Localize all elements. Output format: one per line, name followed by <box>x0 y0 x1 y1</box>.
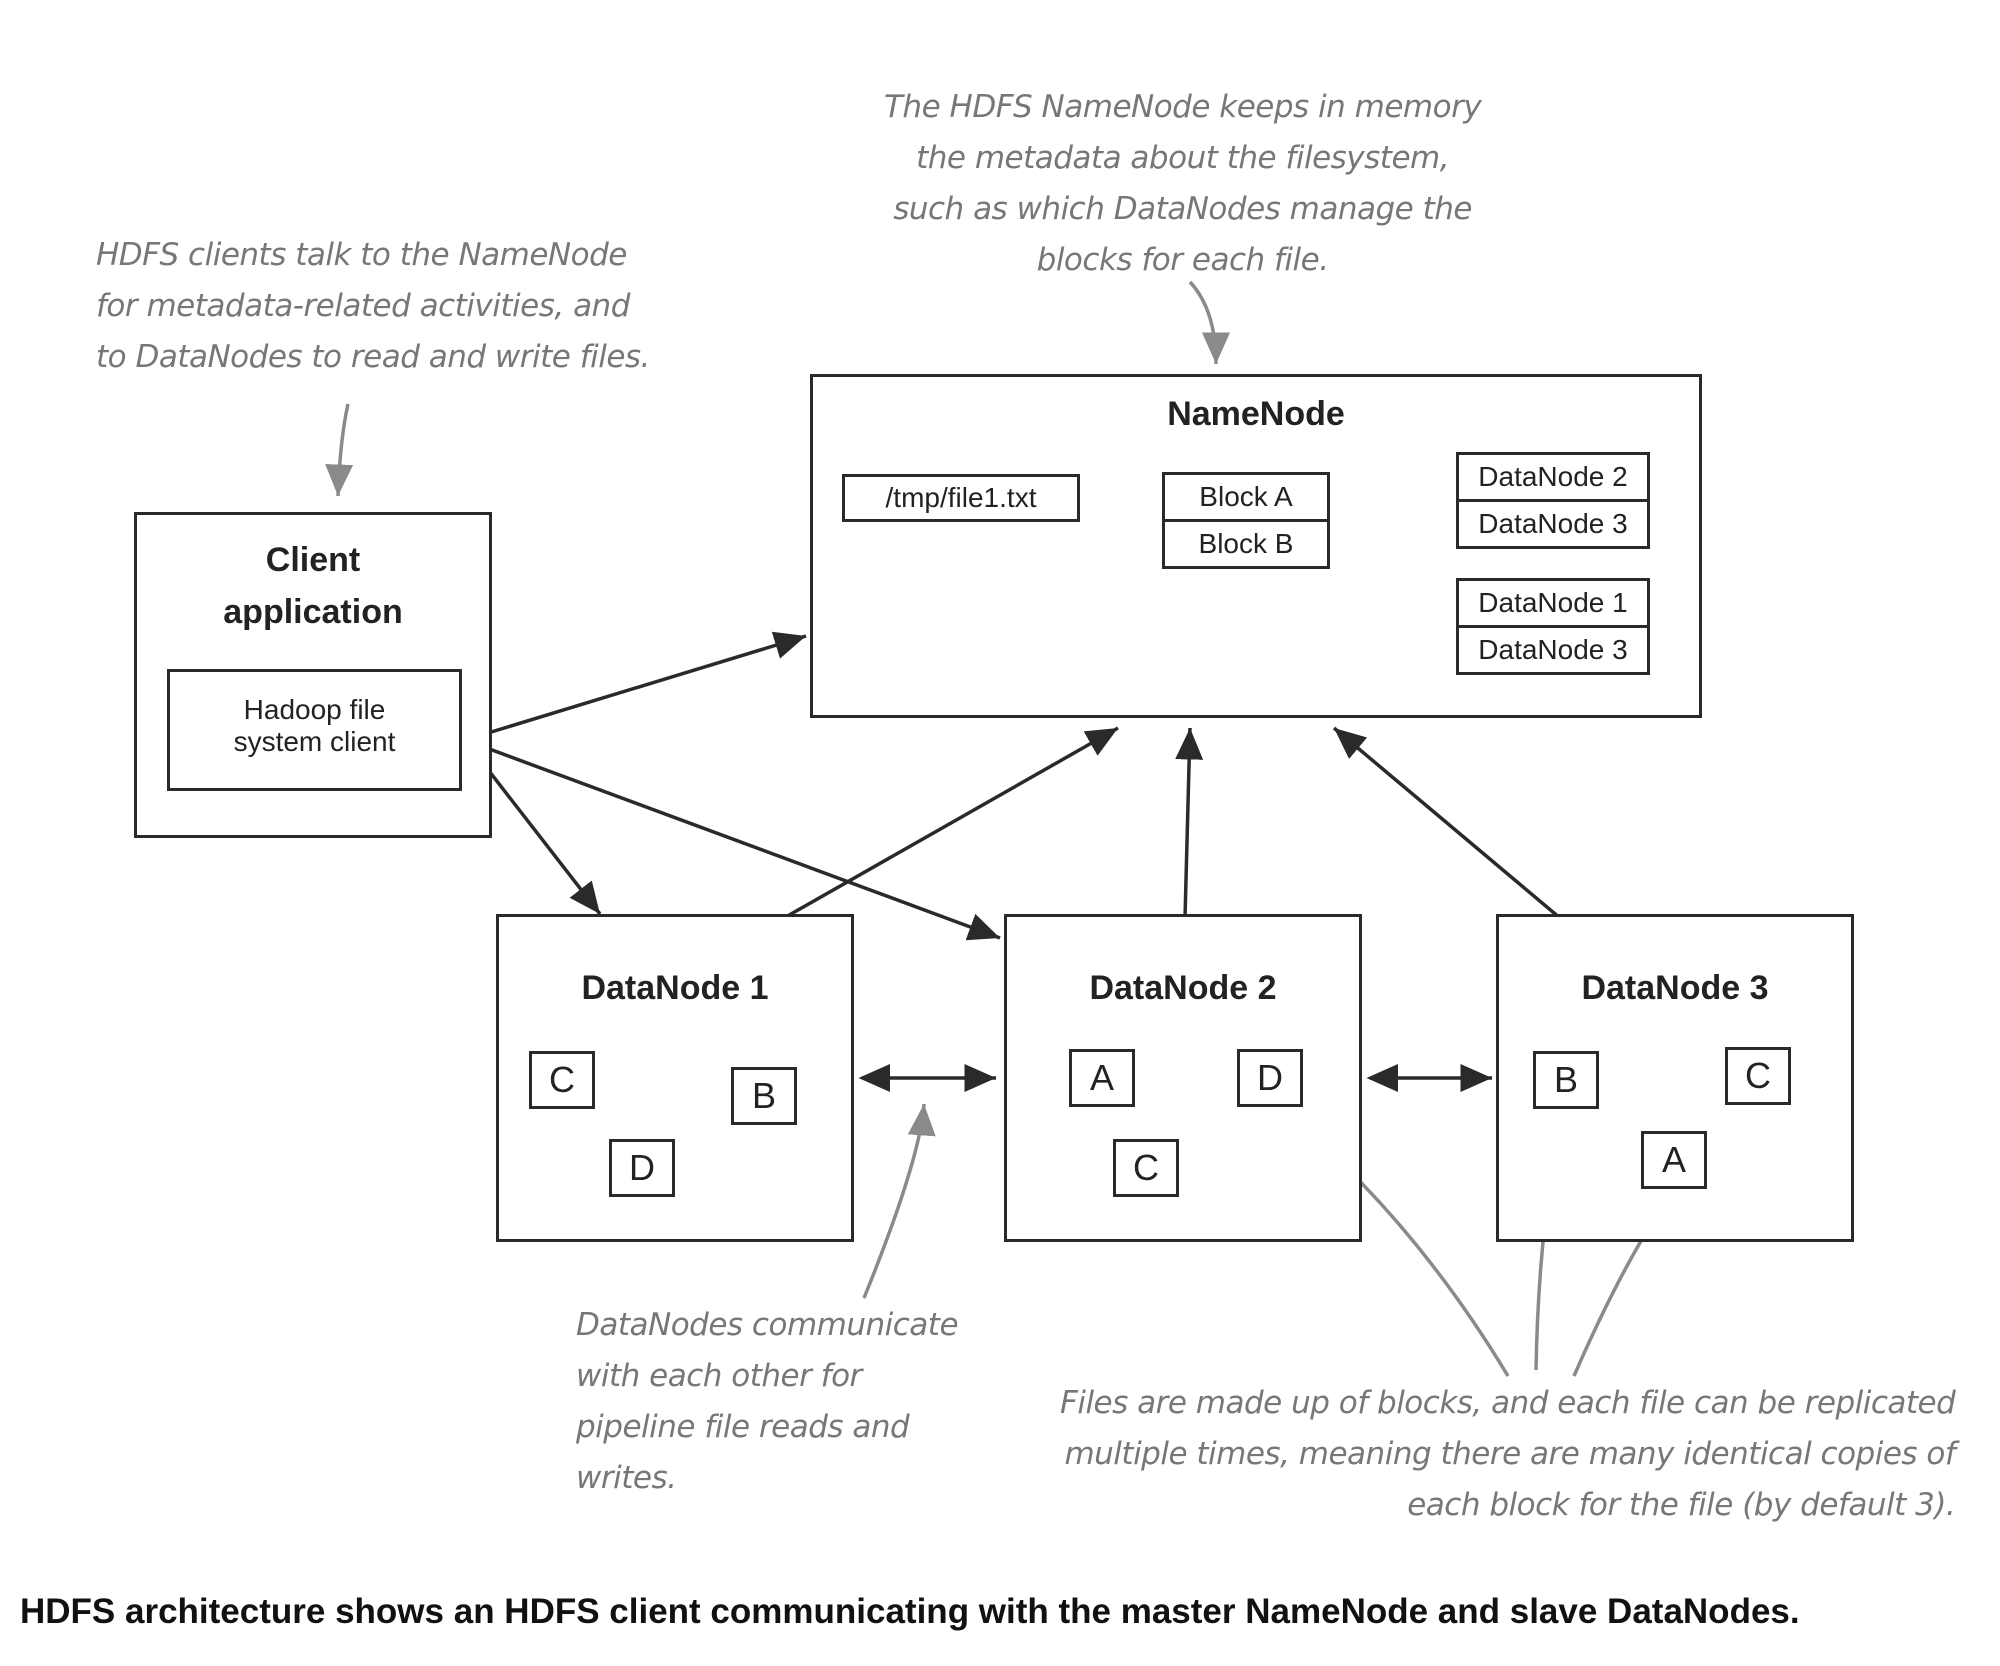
client-title-line2: application <box>223 593 403 631</box>
client-title-line1: Client <box>265 541 361 579</box>
client-annotation: HDFS clients talk to the NameNode for me… <box>96 237 650 375</box>
datanode1-to-namenode-arrow <box>783 726 1119 920</box>
namenode-annotation: The HDFS NameNode keeps in memory the me… <box>884 89 1482 278</box>
block-a-box: Block A <box>1162 472 1330 522</box>
block-a-replica-datanode2: DataNode 2 <box>1456 452 1650 502</box>
datanode2-title: DataNode 2 <box>1089 969 1277 1007</box>
namenode-title: NameNode <box>1167 395 1345 433</box>
datanode2-block-a: A <box>1069 1049 1135 1107</box>
datanode3-title: DataNode 3 <box>1581 969 1769 1007</box>
namenode-note-arrow <box>1188 280 1230 365</box>
client-to-namenode-arrow <box>464 631 807 742</box>
client-to-datanode2-arrow <box>464 738 1001 941</box>
block-b-replica-datanode3: DataNode 3 <box>1456 625 1650 675</box>
datanode-communication-annotation: DataNodes communicate with each other fo… <box>576 1307 959 1496</box>
datanode1-block-d: D <box>609 1139 675 1197</box>
datanode3-to-namenode-arrow <box>1332 726 1562 920</box>
datanode-comm-note-arrow <box>862 1103 936 1299</box>
hadoop-client-line2: system client <box>233 726 396 757</box>
datanode2-block-c: C <box>1113 1139 1179 1197</box>
hadoop-client-line1: Hadoop file <box>243 694 386 725</box>
hadoop-fs-client-box: Hadoop file system client <box>167 669 462 791</box>
datanode1-box: DataNode 1 C B D <box>496 914 854 1242</box>
datanode1-block-c: C <box>529 1051 595 1109</box>
block-a-replica-datanode3: DataNode 3 <box>1456 499 1650 549</box>
figure-caption: HDFS architecture shows an HDFS client c… <box>20 1592 1800 1631</box>
datanode2-to-namenode-arrow <box>1175 727 1204 919</box>
datanode3-block-b: B <box>1533 1051 1599 1109</box>
datanode1-title: DataNode 1 <box>581 969 769 1007</box>
datanode3-block-c: C <box>1725 1047 1791 1105</box>
replication-annotation: Files are made up of blocks, and each fi… <box>1060 1385 1956 1523</box>
block-b-box: Block B <box>1162 519 1330 569</box>
datanode1-block-b: B <box>731 1067 797 1125</box>
datanode2-box: DataNode 2 A D C <box>1004 914 1362 1242</box>
file-path-box: /tmp/file1.txt <box>842 474 1080 522</box>
block-b-replica-datanode1: DataNode 1 <box>1456 578 1650 628</box>
datanode3-box: DataNode 3 B C A <box>1496 914 1854 1242</box>
datanode2-block-d: D <box>1237 1049 1303 1107</box>
datanode3-block-a: A <box>1641 1131 1707 1189</box>
client-application-box: Client application Hadoop file system cl… <box>134 512 492 838</box>
client-note-arrow <box>325 403 354 497</box>
